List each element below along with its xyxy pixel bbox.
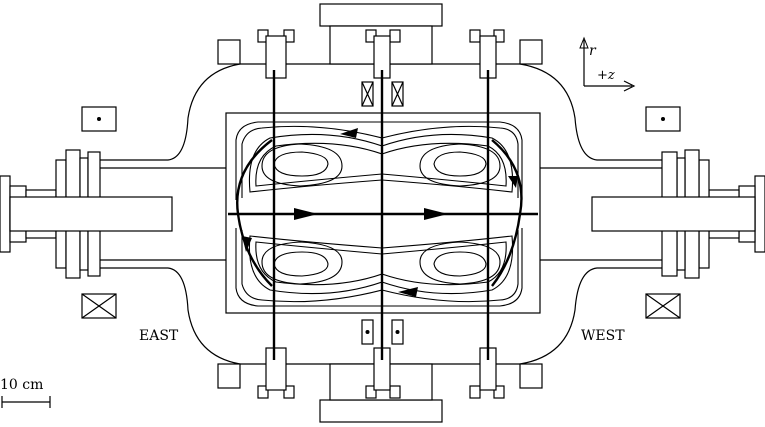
west-label: WEST bbox=[581, 328, 625, 344]
west-end-flange bbox=[591, 149, 765, 279]
top-ports bbox=[217, 3, 543, 79]
east-label: EAST bbox=[139, 328, 179, 344]
coil-dot-east bbox=[81, 106, 117, 132]
east-end-flange bbox=[0, 149, 173, 279]
scale-bar: 10 cm bbox=[0, 377, 51, 408]
flux-surfaces bbox=[235, 121, 523, 307]
bottom-ports bbox=[217, 347, 543, 423]
axis-r-label: r bbox=[589, 43, 597, 59]
scale-label: 10 cm bbox=[0, 377, 43, 393]
coil-dot-bottom-left bbox=[361, 319, 374, 345]
axis-z-label: +z bbox=[597, 68, 615, 83]
coil-cross-east bbox=[81, 293, 117, 319]
coil-dot-west bbox=[645, 106, 681, 132]
coil-cross-top-right bbox=[391, 81, 404, 107]
central-axis bbox=[228, 208, 538, 220]
field-coils bbox=[81, 81, 681, 345]
flow-arrows bbox=[242, 128, 518, 297]
axis-arrow-2 bbox=[424, 208, 448, 220]
coordinate-axes: r +z bbox=[579, 36, 636, 92]
axis-arrow-1 bbox=[294, 208, 318, 220]
coil-dot-bottom-right bbox=[391, 319, 404, 345]
coil-cross-top-left bbox=[361, 81, 374, 107]
coil-cross-west bbox=[645, 293, 681, 319]
